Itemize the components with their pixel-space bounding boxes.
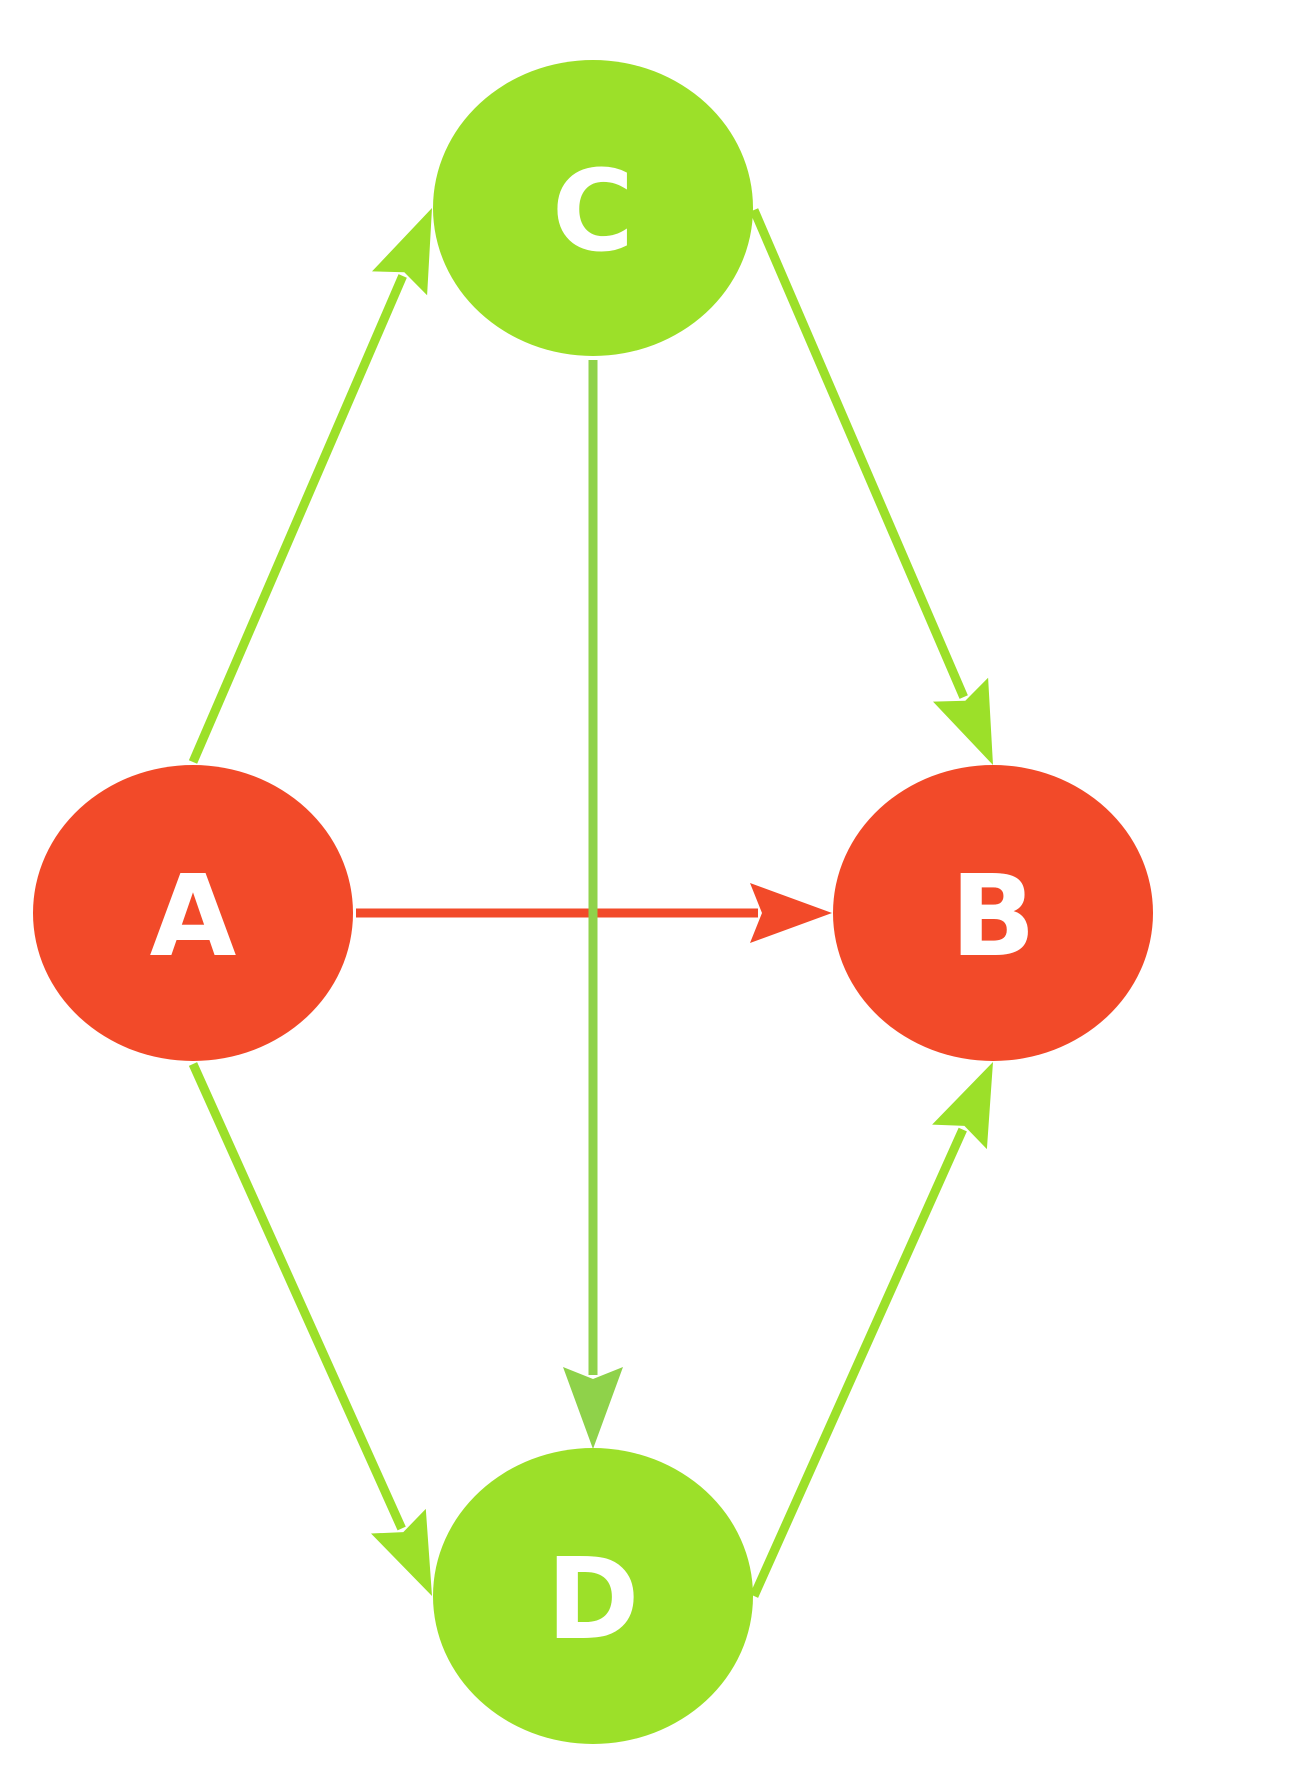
edge-a-to-d-line (188, 1062, 406, 1531)
node-a-ellipse (33, 765, 353, 1061)
edge-a-to-c-arrowhead (372, 208, 432, 296)
node-a: A (33, 765, 353, 1061)
edge-a-to-b (356, 883, 832, 943)
edge-c-to-d (563, 360, 623, 1449)
node-b-ellipse (833, 765, 1153, 1061)
node-d-label: D (547, 1535, 640, 1665)
edge-c-to-b-line (749, 208, 968, 699)
edge-d-to-b-line (749, 1127, 967, 1598)
node-c-ellipse (433, 60, 753, 356)
edge-a-to-c (188, 208, 432, 764)
edge-a-to-c-line (188, 274, 407, 764)
node-d-ellipse (433, 1448, 753, 1744)
edge-c-to-d-arrowhead (563, 1367, 623, 1449)
nodes-layer: A B C D (33, 60, 1153, 1744)
node-b: B (833, 765, 1153, 1061)
node-a-label: A (150, 852, 237, 982)
edge-c-to-b (749, 208, 993, 765)
edge-a-to-d (188, 1062, 432, 1596)
edge-c-to-b-arrowhead (933, 677, 993, 765)
edge-a-to-b-arrowhead (750, 883, 832, 943)
edge-d-to-b-arrowhead (932, 1062, 993, 1150)
node-c: C (433, 60, 753, 356)
node-c-label: C (552, 147, 634, 277)
edges-layer (188, 208, 993, 1598)
node-d: D (433, 1448, 753, 1744)
edge-d-to-b (749, 1062, 993, 1598)
edge-a-to-d-arrowhead (371, 1508, 432, 1596)
node-b-label: B (950, 852, 1035, 982)
